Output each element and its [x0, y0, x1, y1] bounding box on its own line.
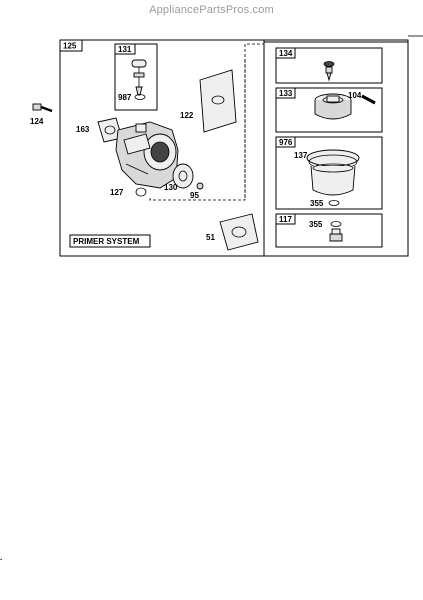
part-163-gasket: 163	[76, 117, 123, 143]
svg-text:124: 124	[30, 117, 44, 126]
assembly-number-box	[59, 39, 83, 52]
svg-text:131: 131	[118, 45, 132, 54]
part-987-label: 987	[118, 93, 132, 102]
part-355-label-a: 355	[310, 199, 324, 208]
svg-text:127: 127	[110, 188, 124, 197]
part-51-gasket: 51	[206, 213, 259, 251]
svg-text:163: 163	[76, 125, 90, 134]
svg-text:976: 976	[279, 138, 293, 147]
system-label: PRIMER SYSTEM	[73, 237, 140, 246]
svg-text:133: 133	[279, 89, 293, 98]
svg-text:117: 117	[279, 215, 292, 224]
part-137-label: 137	[294, 151, 308, 160]
part-130-diaphragm: 130	[164, 163, 194, 192]
assembly-number: 125	[63, 42, 77, 51]
svg-text:95: 95	[190, 191, 199, 200]
part-104-label: 104	[348, 91, 362, 100]
watermark: AppliancePartsPros.com	[149, 4, 274, 16]
kit-box-133: 133 104	[275, 87, 383, 133]
svg-text:134: 134	[279, 49, 293, 58]
svg-text:.: .	[0, 553, 2, 562]
part-124-bolt: 124	[30, 103, 53, 126]
part-122-plate: 122	[180, 69, 237, 133]
kit-box-976: 976 137 355	[275, 136, 383, 210]
svg-text:130: 130	[164, 183, 178, 192]
part-355-label-b: 355	[309, 220, 323, 229]
part-127-oring: 127	[110, 187, 147, 197]
svg-text:122: 122	[180, 111, 194, 120]
kit-box-117: 117 355	[275, 213, 383, 248]
kit-box-131: 131 987	[114, 43, 158, 111]
svg-text:51: 51	[206, 233, 215, 242]
carburetor-body	[115, 121, 179, 189]
kit-box-134: 134	[275, 47, 383, 84]
system-label-box	[69, 234, 151, 248]
assembly-frame	[59, 39, 409, 257]
part-95-screw: 95	[190, 182, 204, 200]
